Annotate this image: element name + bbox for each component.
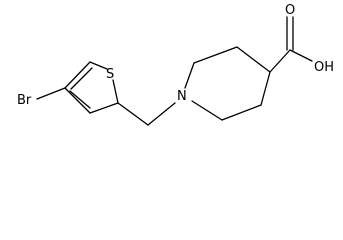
bond-c5-c6 bbox=[221, 104, 262, 121]
bond-c4-cooh bbox=[269, 49, 291, 73]
bond-n-c2 bbox=[184, 62, 195, 89]
bond-c6-n bbox=[191, 100, 223, 121]
bond-c2-c5 bbox=[89, 102, 119, 114]
bromine-label: Br bbox=[17, 93, 32, 108]
bond-c-oh bbox=[289, 49, 313, 62]
bond-c5-ch2 bbox=[117, 102, 149, 126]
bond-c3-br bbox=[36, 87, 66, 100]
structure-diagram: Br S N O OH bbox=[17, 3, 334, 126]
nitrogen-label: N bbox=[177, 89, 187, 104]
carbonyl-oxygen-label: O bbox=[285, 3, 295, 18]
hydroxyl-label: OH bbox=[314, 60, 334, 75]
bond-c2-c3 bbox=[193, 46, 238, 64]
bond-c3-c4 bbox=[236, 46, 271, 73]
bond-c4-c3 bbox=[64, 61, 91, 89]
bond-c4-c5 bbox=[260, 71, 271, 106]
molecule-drawing: Br S N O OH bbox=[17, 3, 334, 126]
bond-c3-c2 bbox=[64, 87, 91, 114]
bond-ch2-n bbox=[147, 102, 176, 126]
bond-c4-c3-inner bbox=[70, 67, 93, 90]
sulfur-label: S bbox=[106, 67, 114, 82]
bond-c3-c2-inner bbox=[69, 90, 91, 109]
bond-c5-s bbox=[112, 79, 119, 104]
bond-s-c4 bbox=[89, 61, 108, 70]
